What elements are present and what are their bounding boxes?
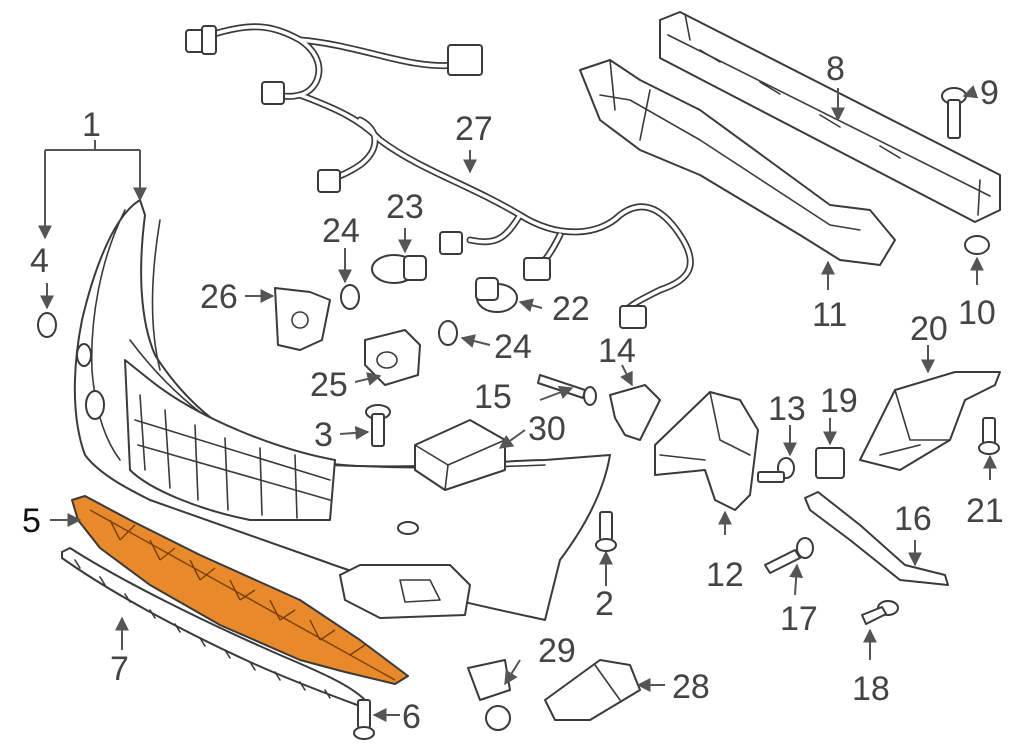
callout-lines [38, 85, 997, 722]
label-2: 2 [595, 585, 614, 623]
label-21: 21 [966, 492, 1004, 530]
label-28: 28 [672, 668, 710, 706]
label-5: 5 [22, 502, 41, 540]
label-11: 11 [812, 296, 847, 334]
label-29: 29 [538, 632, 576, 670]
label-10: 10 [958, 294, 996, 332]
rivet-17 [764, 537, 814, 574]
nut-10 [964, 235, 990, 255]
label-26: 26 [200, 278, 238, 316]
sensor-bracket [274, 287, 331, 351]
sensor-ring-2 [438, 320, 458, 346]
label-6: 6 [402, 698, 421, 736]
clip-14 [609, 384, 661, 441]
label-1: 1 [82, 106, 101, 144]
screw-18 [861, 600, 899, 625]
label-14: 14 [598, 332, 636, 370]
bracket-12 [654, 391, 759, 511]
label-8: 8 [826, 50, 845, 88]
control-module [414, 419, 506, 491]
wiring-harness [185, 23, 694, 329]
parking-sensor-22 [475, 277, 518, 313]
sensor-housing [364, 329, 421, 386]
label-17: 17 [780, 600, 818, 638]
label-12: 12 [706, 556, 744, 594]
bolt-6 [353, 699, 375, 740]
impact-bar [659, 11, 1001, 223]
label-3: 3 [314, 416, 333, 454]
bumper-cover [73, 199, 611, 621]
label-16: 16 [894, 500, 932, 538]
label-23: 23 [386, 188, 424, 226]
label-24a: 24 [322, 212, 360, 250]
label-25: 25 [310, 366, 348, 404]
label-27: 27 [455, 110, 493, 148]
label-4: 4 [30, 242, 49, 280]
absorber [579, 59, 896, 266]
nut-clip [815, 447, 845, 479]
label-18: 18 [852, 670, 890, 708]
bolt-21 [978, 417, 1000, 455]
clip-ring [37, 312, 57, 338]
bolt-3 [365, 404, 391, 447]
label-15: 15 [474, 378, 512, 416]
strap-16 [804, 491, 949, 586]
label-30: 30 [528, 410, 566, 448]
label-19: 19 [820, 382, 858, 420]
label-9: 9 [980, 74, 999, 112]
label-24b: 24 [494, 328, 532, 366]
bracket-20 [859, 371, 1001, 471]
sensor-ring [340, 284, 360, 310]
bolt-9 [941, 87, 967, 139]
parking-sensor-23 [371, 254, 427, 284]
part-number-labels: 1 4 5 7 6 2 3 26 24 23 27 22 24 25 15 14… [22, 50, 1004, 736]
bolt-2 [595, 511, 617, 552]
lower-spoiler-highlighted [71, 495, 409, 685]
label-20: 20 [910, 310, 948, 348]
bolt-13 [757, 457, 795, 483]
label-13: 13 [768, 390, 806, 428]
label-22: 22 [552, 290, 590, 328]
label-7: 7 [110, 650, 129, 688]
lamp-socket [467, 659, 511, 731]
